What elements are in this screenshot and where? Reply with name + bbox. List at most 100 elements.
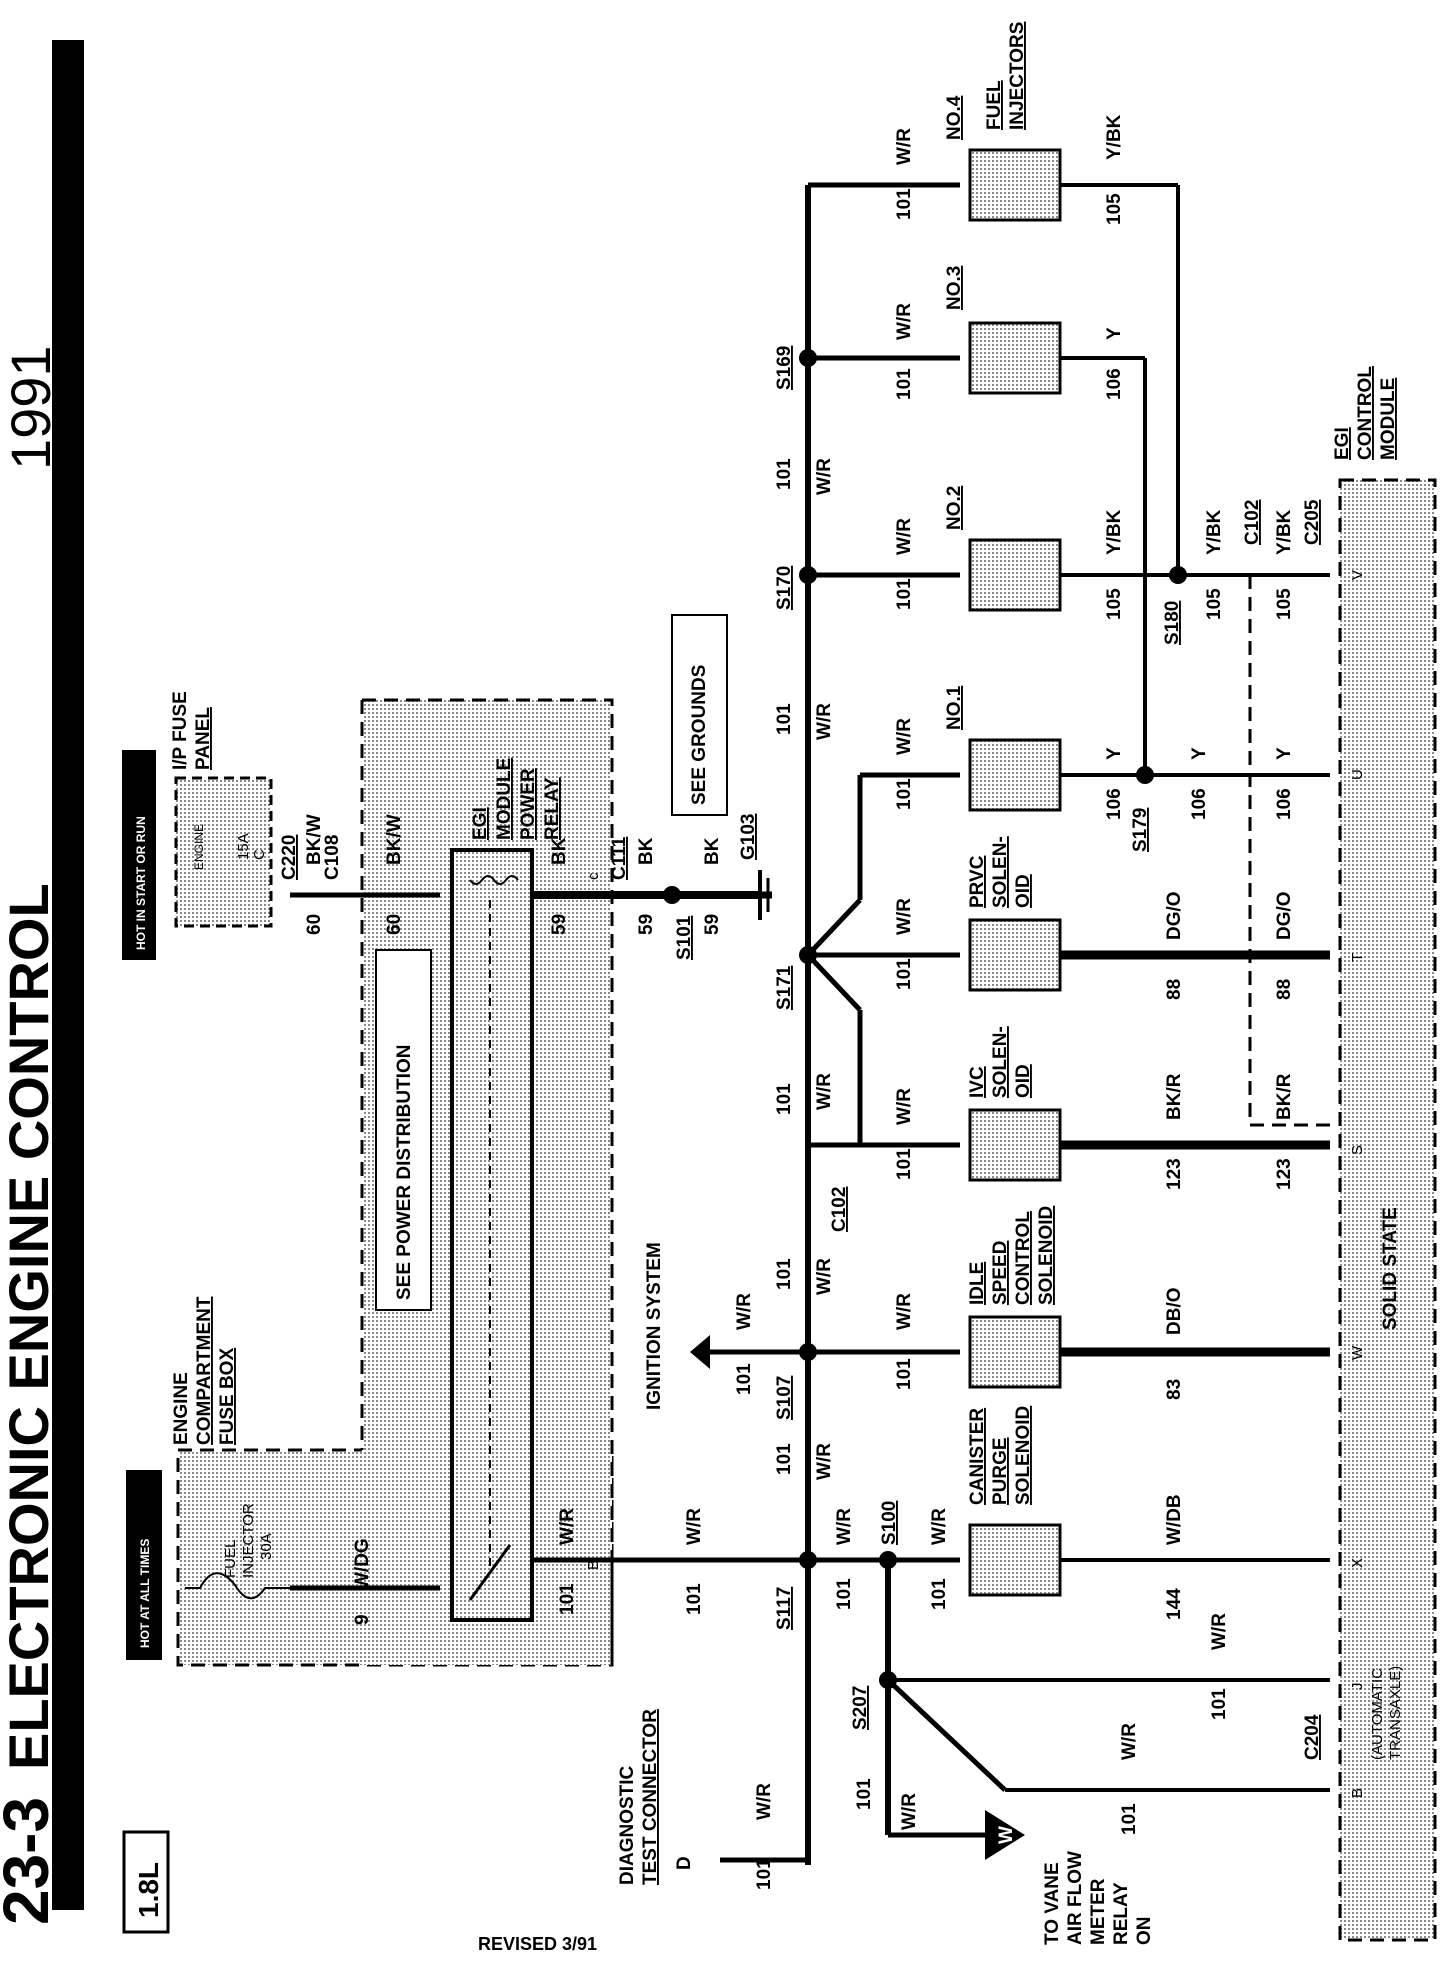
wire-wdg: W/DG: [352, 1538, 373, 1590]
ignition-arrow: [690, 1335, 710, 1369]
wire-101-idle: 101: [894, 1358, 915, 1390]
see-grounds-box: [671, 614, 728, 816]
engine-badge: 1.8L: [133, 1862, 164, 1918]
splice-dots: [663, 349, 1187, 1689]
wire-101-ign: 101: [734, 1363, 755, 1395]
egi-relay-coil: [450, 848, 534, 1622]
wire-144: 144: [1164, 1588, 1185, 1620]
canister-label-2: PURGE: [990, 1437, 1011, 1505]
s100-label: S100: [879, 1501, 900, 1545]
relay-coil-icon: [469, 875, 519, 885]
component-labels: CANISTER PURGE SOLENOID IDLE SPEED CONTR…: [617, 22, 1404, 1945]
vane-label-5: ON: [1134, 1917, 1155, 1946]
wire-105-3: 105: [1274, 588, 1295, 620]
wire-dbo: DB/O: [1164, 1288, 1185, 1336]
wire-88-1: 88: [1164, 979, 1185, 1000]
wire-101-no2: 101: [894, 578, 915, 610]
wire-ybk-3: Y/BK: [1274, 509, 1295, 555]
canister-label-3: SOLENOID: [1013, 1406, 1034, 1505]
page-title: ELECTRONIC ENGINE CONTROL: [0, 883, 60, 1770]
s107-label: S107: [774, 1376, 795, 1420]
egi-module-label-1: EGI: [1332, 427, 1353, 460]
wire-101-no1: 101: [894, 778, 915, 810]
wire-y-1: Y: [1104, 747, 1125, 760]
wire-wr-no2: W/R: [894, 518, 915, 555]
wire-wr-trunk-5: W/R: [814, 1443, 835, 1480]
relay-switch: [468, 1544, 512, 1601]
solid-state-label: SOLID STATE: [1380, 1207, 1401, 1330]
wire-88-2: 88: [1274, 979, 1295, 1000]
pin-bb: B: [1349, 1788, 1366, 1798]
idle-speed-label-2: SPEED: [990, 1241, 1011, 1305]
wire-101-ivc: 101: [894, 1148, 915, 1180]
prvc-label-2: SOLEN-: [990, 836, 1011, 908]
egi-relay-label-2: MODULE: [494, 758, 515, 840]
pin-t: T: [1349, 953, 1366, 962]
wire-wr-trunk-3: W/R: [814, 1073, 835, 1110]
wire-101-prvc: 101: [894, 958, 915, 990]
wire-wr-vane: W/R: [1119, 1723, 1140, 1760]
wire-bk-1: BK: [549, 837, 570, 865]
wire-59-1: 59: [549, 914, 570, 935]
idle-speed-label-3: CONTROL: [1013, 1211, 1034, 1305]
s169-label: S169: [774, 346, 795, 390]
section-number: 23-3: [0, 1797, 62, 1925]
wire-ybk-no4: Y/BK: [1104, 114, 1125, 160]
wire-101-diag: 101: [754, 1858, 775, 1890]
canister-label-1: CANISTER: [967, 1408, 988, 1505]
wire-dgo-1: DG/O: [1164, 891, 1185, 940]
wire-105-1: 105: [1104, 588, 1125, 620]
relay-box-outline: [360, 698, 614, 1665]
engine-fuse-label-1: ENGINE: [192, 824, 206, 870]
power-distribution-box: [375, 949, 432, 1311]
s179-label: S179: [1130, 808, 1151, 852]
wire-59-3: 59: [702, 914, 723, 935]
wire-bkr-1: BK/R: [1164, 1073, 1185, 1120]
wire-wr-auto: W/R: [1209, 1613, 1230, 1650]
wire-bkr-2: BK/R: [1274, 1073, 1295, 1120]
s117-label: S117: [774, 1587, 795, 1630]
c108-label: C108: [322, 835, 343, 880]
vane-label-3: METER: [1088, 1878, 1109, 1945]
wire-dgo-2: DG/O: [1274, 891, 1295, 940]
wiring: [290, 182, 1330, 1865]
pin-b: B: [585, 1560, 602, 1570]
wire-106-no3: 106: [1104, 368, 1125, 400]
s101-label: S101: [674, 915, 695, 960]
c204-label: C204: [1302, 1714, 1323, 1760]
ip-fuse-panel-label-2: PANEL: [193, 707, 214, 770]
wire-bkw-2: BK/W: [384, 814, 405, 865]
wire-wr-idle: W/R: [894, 1293, 915, 1330]
fuel-injectors-label-2: INJECTORS: [1007, 22, 1028, 130]
wire-106-1: 106: [1104, 788, 1125, 820]
vane-arrow-letter: W: [996, 1826, 1017, 1844]
wire-wr-no3: W/R: [894, 303, 915, 340]
c220-label: C220: [279, 835, 300, 880]
idle-speed-label-4: SOLENOID: [1036, 1206, 1057, 1305]
to-vane-arrow: [985, 1810, 1025, 1860]
wire-83: 83: [1164, 1379, 1185, 1400]
wire-101-vane: 101: [1119, 1803, 1140, 1835]
pin-x: X: [1349, 1558, 1366, 1568]
wire-wr-trunk-2: W/R: [814, 703, 835, 740]
fuel-injector-fuse-label-3: 30A: [258, 1533, 275, 1560]
ivc-label-2: SOLEN-: [990, 1026, 1011, 1098]
wire-101-main: 101: [684, 1583, 705, 1615]
title-bar: [52, 40, 84, 1910]
egi-module-label-2: CONTROL: [1355, 366, 1376, 460]
engine-badge-frame: [122, 1830, 170, 1934]
wire-bkw-1: BK/W: [304, 814, 325, 865]
pin-c: c: [585, 872, 602, 880]
pin-v: V: [1349, 570, 1366, 580]
no2-label: NO.2: [944, 486, 965, 530]
vane-label-4: RELAY: [1111, 1882, 1132, 1945]
no4-label: NO.4: [944, 95, 965, 140]
fuel-injector-fuse-label-2: INJECTOR: [240, 1503, 257, 1578]
c205-label: C205: [1302, 499, 1323, 545]
c102-left-label: C102: [829, 1187, 850, 1232]
wire-101-trunk-3: 101: [774, 1083, 795, 1115]
pin-labels: B c D J X W S T U V B: [585, 570, 1366, 1870]
wire-101-trunk-2: 101: [774, 703, 795, 735]
pin-d: D: [674, 1856, 695, 1870]
